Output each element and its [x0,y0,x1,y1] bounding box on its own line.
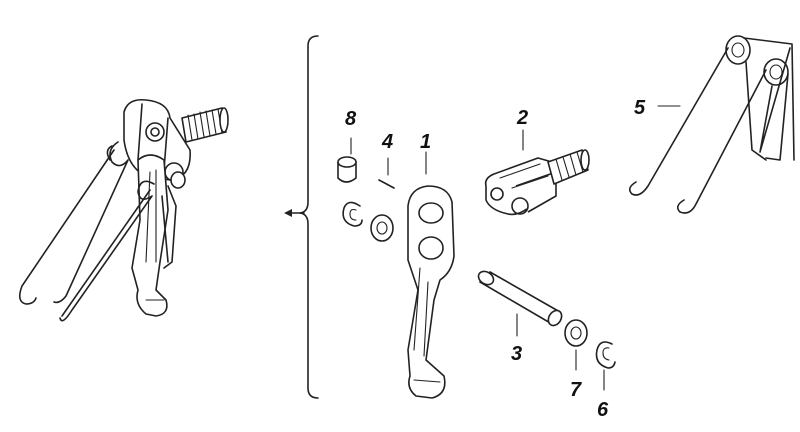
part-7-washer [564,319,588,371]
callout-7: 7 [570,379,582,401]
part-3-pin-shaft [477,270,563,337]
callout-5: 5 [634,97,646,119]
part-8-bushing [337,137,357,183]
assembled-lever [131,154,169,317]
part-circlip-left [342,201,363,227]
callout-3: 3 [511,343,522,365]
grouping-bracket [299,35,319,399]
callout-2: 2 [516,107,528,129]
part-2-clevis-fork [484,129,590,216]
assembled-view [18,98,229,322]
callout-1: 1 [420,131,431,153]
assembled-springs [18,141,177,322]
callout-4: 4 [381,131,393,153]
part-5-spring-pair [628,35,795,214]
part-washer-left [370,214,394,242]
part-6-circlip [595,341,616,391]
part-1-lever-arm [407,151,455,399]
assembled-bolt [181,107,229,143]
callout-6: 6 [597,399,609,421]
callout-8: 8 [345,108,357,130]
part-4-pin [378,157,395,189]
